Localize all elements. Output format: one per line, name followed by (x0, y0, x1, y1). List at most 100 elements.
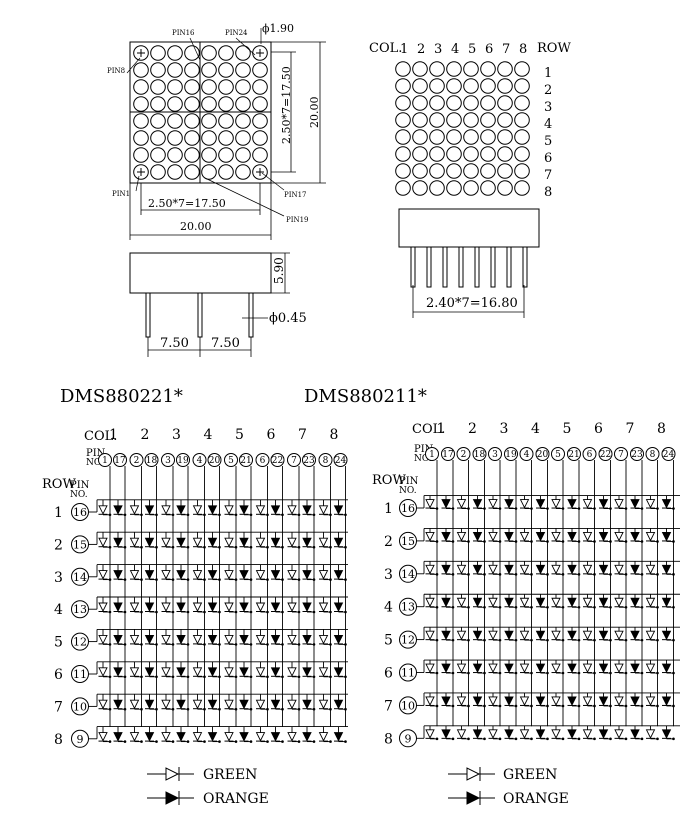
orange-led-diode (176, 537, 186, 548)
orange-led-diode (441, 532, 451, 542)
right-led (412, 146, 428, 162)
right-pin (426, 246, 432, 288)
row-pin-circle: 10 (71, 697, 89, 716)
right-col-label: COL. (369, 41, 402, 56)
row-pin-circle: 16 (399, 499, 417, 517)
legend-green-label: GREEN (503, 767, 557, 783)
right-row-number: 5 (544, 134, 552, 149)
col-pin-circle: 5 (224, 453, 238, 467)
green-led-diode (161, 570, 171, 580)
right-led (480, 95, 496, 111)
col-number: 8 (330, 427, 339, 443)
green-led-diode (425, 696, 435, 706)
right-led (446, 78, 462, 94)
front-view (126, 28, 326, 240)
col-pin-circle: 3 (161, 453, 175, 467)
green-led-diode (129, 505, 140, 515)
orange-led-diode (333, 570, 344, 580)
right-row-number: 7 (544, 168, 552, 183)
green-led-diode (318, 732, 329, 742)
green-led-diode (425, 532, 435, 542)
right-led (429, 146, 445, 162)
front-pitch-h-label: 2.50*7=17.50 (148, 197, 226, 210)
green-led-diode (519, 696, 530, 706)
col-pin-circle: 2 (456, 447, 471, 461)
legend-left: GREEN ORANGE (147, 767, 269, 807)
row-number: 5 (54, 635, 63, 651)
col-number: 4 (204, 427, 213, 443)
green-led-diode (519, 663, 530, 674)
orange-led-diode (630, 532, 640, 542)
orange-led-diode (176, 602, 186, 613)
green-led-diode (456, 597, 467, 608)
row-pin-circle: 11 (71, 665, 89, 683)
orange-led-diode (144, 505, 155, 515)
green-led-diode (425, 499, 435, 509)
pin19-label: PIN19 (286, 216, 309, 224)
front-led (218, 164, 234, 180)
front-led (184, 96, 200, 112)
orange-led-diode (441, 663, 451, 674)
green-led-diode (582, 532, 593, 542)
front-led (184, 62, 200, 78)
svg-text:14: 14 (401, 568, 415, 581)
row-pin-circle: 9 (71, 729, 89, 748)
right-col-number: 5 (468, 42, 476, 57)
front-led (133, 62, 149, 78)
green-led-diode (287, 634, 297, 645)
right-pin (442, 246, 448, 288)
orange-led-diode (535, 499, 546, 509)
orange-led-diode (598, 696, 609, 706)
right-led (395, 129, 411, 145)
orange-led-diode (113, 634, 123, 645)
col-pin-circle: 21 (239, 453, 253, 467)
orange-led-diode (567, 630, 577, 641)
orange-led-diode (207, 602, 218, 613)
pin-label: PIN (399, 476, 419, 487)
front-led (167, 45, 183, 61)
orange-led-diode (239, 570, 249, 580)
svg-text:9: 9 (77, 733, 84, 746)
right-led (412, 180, 428, 196)
orange-led-diode (270, 699, 281, 710)
front-led (133, 164, 149, 180)
svg-text:8: 8 (650, 450, 656, 460)
green-led-diode (519, 532, 530, 542)
orange-led-diode (239, 634, 249, 645)
right-led (429, 163, 445, 179)
orange-led-diode (333, 537, 344, 548)
green-led-diode (255, 699, 266, 710)
svg-text:23: 23 (631, 450, 643, 460)
front-led (150, 79, 166, 95)
orange-led-diode (504, 663, 514, 674)
no-label: NO. (70, 490, 88, 500)
green-led-diode (224, 570, 234, 580)
led-diameter-label: ϕ1.90 (262, 22, 294, 35)
front-led (167, 130, 183, 146)
col-pin-circle: 5 (551, 447, 565, 461)
orange-led-diode (113, 537, 123, 548)
green-led-diode (224, 505, 234, 515)
green-led-diode (192, 570, 203, 580)
svg-text:10: 10 (73, 700, 87, 713)
pin-spacing-left-label: 7.50 (160, 336, 189, 351)
green-led-diode (224, 537, 234, 548)
right-col-number: 3 (434, 42, 442, 57)
green-led-diode (614, 729, 624, 739)
front-view-labels: PIN16 PIN24 PIN8 ϕ1.90 PIN1 PIN17 PIN19 … (107, 22, 321, 233)
side-height-label: 5.90 (272, 257, 286, 284)
green-led-diode (318, 537, 329, 548)
pin-label: PIN (86, 448, 106, 459)
orange-led-diode (270, 505, 281, 515)
green-led-diode (488, 532, 498, 542)
front-led (235, 62, 251, 78)
front-led (218, 96, 234, 112)
green-led-diode (456, 663, 467, 674)
orange-led-diode (144, 732, 155, 742)
col-pin-circle: 1 (98, 453, 112, 467)
green-led-diode (287, 699, 297, 710)
front-led (150, 96, 166, 112)
row-number: 5 (384, 633, 393, 649)
row-label: ROW (42, 477, 76, 492)
orange-led-diode (270, 667, 281, 677)
